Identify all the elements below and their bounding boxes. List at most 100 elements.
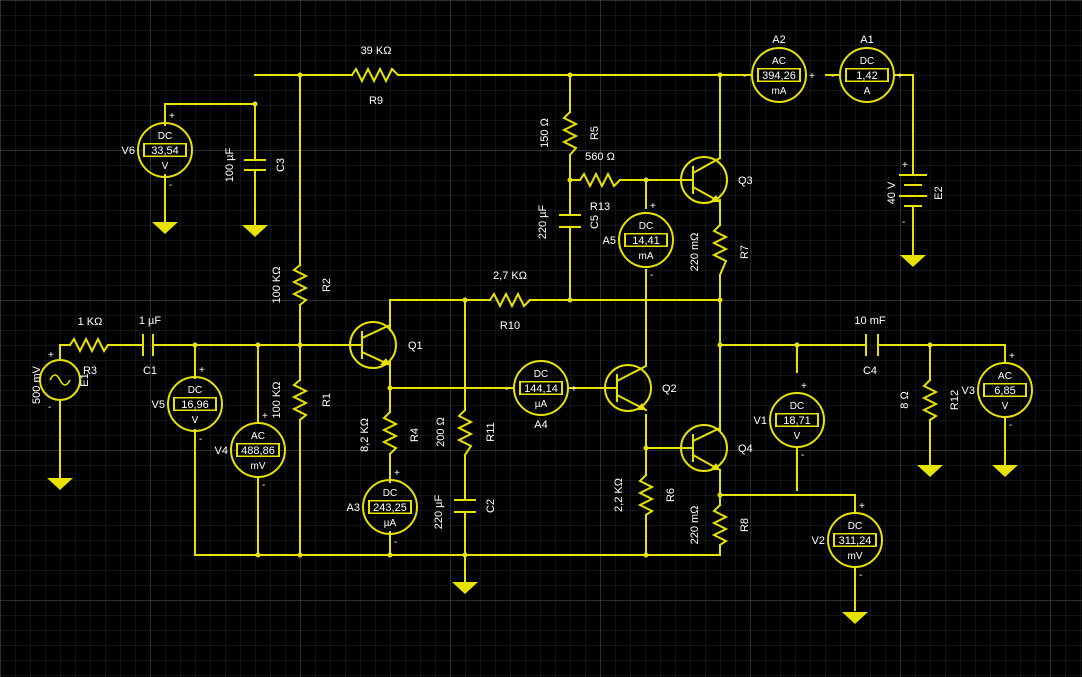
meter-body — [839, 47, 895, 103]
resistor-R10[interactable]: 2,7 KΩ R10 — [488, 270, 532, 332]
resistor-R8[interactable]: 220 mΩ R8 — [689, 503, 751, 547]
plus-sign: + — [571, 384, 577, 395]
capacitor-value: 1 µF — [139, 315, 162, 327]
ac-source-E1[interactable]: + - 500 mV E1 — [31, 350, 91, 413]
plus-sign: + — [169, 111, 175, 122]
resistor-R6[interactable]: 2,2 KΩ R6 — [613, 473, 677, 517]
meter-mode: DC — [188, 385, 202, 396]
meter-mode: AC — [251, 431, 265, 442]
capacitor-C3[interactable]: 100 µF C3 — [224, 147, 287, 182]
capacitor-ref: C1 — [143, 365, 157, 377]
meters: AC394,26mAA2-+DC1,42AA1-+DC33,54VV6+-DC1… — [122, 34, 1033, 581]
meter-unit: mA — [639, 251, 654, 262]
meter-body — [513, 360, 569, 416]
resistor-ref: R10 — [500, 320, 520, 332]
meter-unit: mA — [772, 86, 787, 97]
meter-display-inner — [777, 414, 817, 426]
meter-body — [977, 362, 1033, 418]
resistor-R11[interactable]: 200 Ω R11 — [435, 408, 497, 457]
transistor-Q3[interactable]: Q3 — [680, 156, 753, 204]
resistor-value: 2,2 KΩ — [613, 478, 625, 512]
meter-ref: V6 — [122, 145, 135, 157]
minus-sign: - — [394, 537, 397, 548]
meter-mode: DC — [790, 401, 804, 412]
meter-unit: V — [794, 431, 801, 442]
minus-sign: - — [505, 384, 508, 395]
capacitor-C5[interactable]: 220 µF C5 — [537, 204, 601, 239]
minus-sign: - — [859, 570, 862, 581]
resistor-value: 150 Ω — [539, 118, 551, 148]
meter-body — [618, 212, 674, 268]
capacitor-ref: C3 — [275, 158, 287, 172]
resistor-R12[interactable]: 8 Ω R12 — [899, 378, 961, 422]
meter-value: 18,71 — [783, 415, 811, 427]
source-ref: E1 — [79, 373, 91, 386]
source-value: 40 V — [886, 181, 898, 204]
transistor-ref: Q1 — [408, 340, 423, 352]
meter-value: 1,42 — [856, 70, 877, 82]
resistor-ref: R3 — [83, 365, 97, 377]
meter-ref: A1 — [860, 34, 873, 46]
capacitor-value: 220 µF — [433, 494, 445, 529]
plus-sign: + — [809, 71, 815, 82]
resistor-R4[interactable]: 8,2 KΩ R4 — [359, 410, 421, 456]
resistor-value: 200 Ω — [435, 417, 447, 447]
plus-sign: + — [1009, 351, 1015, 362]
resistor-R1[interactable]: 100 KΩ R1 — [271, 378, 333, 422]
resistor-ref: R6 — [665, 488, 677, 502]
plus-sign: + — [650, 201, 656, 212]
ground-icon — [917, 465, 943, 477]
capacitor-C1[interactable]: 1 µF C1 — [139, 315, 162, 377]
meter-value: 33,54 — [151, 145, 179, 157]
meter-body — [230, 422, 286, 478]
transistor-Q4[interactable]: Q4 — [680, 424, 753, 472]
resistor-R7[interactable]: 220 mΩ R7 — [689, 223, 751, 277]
resistor-ref: R8 — [739, 518, 751, 532]
resistor-R5[interactable]: 150 Ω R5 — [539, 110, 601, 157]
meter-mode: DC — [639, 221, 653, 232]
capacitor-C2[interactable]: 220 µF C2 — [433, 494, 497, 529]
meter-unit: V — [192, 415, 199, 426]
resistor-R3[interactable]: 1 KΩ R3 — [68, 316, 110, 377]
transistor-Q1[interactable]: Q1 — [349, 321, 423, 369]
resistor-ref: R7 — [739, 245, 751, 259]
meter-ref: V5 — [152, 399, 165, 411]
resistor-ref: R11 — [485, 422, 497, 441]
resistor-R2[interactable]: 100 KΩ R2 — [271, 263, 333, 307]
capacitor-C4[interactable]: 10 mF C4 — [854, 315, 885, 377]
source-ref: E2 — [933, 186, 945, 199]
minus-sign: - — [831, 71, 834, 82]
ground-icon — [900, 255, 926, 267]
plus-sign: + — [199, 365, 205, 376]
battery-E2[interactable]: + - 40 V E2 — [886, 160, 945, 228]
resistor-value: 100 KΩ — [271, 382, 283, 419]
meter-unit: V — [1002, 401, 1009, 412]
meter-body — [827, 512, 883, 568]
meter-body — [167, 376, 223, 432]
capacitor-ref: C2 — [485, 499, 497, 513]
resistor-R9[interactable]: 39 KΩ R9 — [350, 45, 400, 107]
meter-body — [751, 47, 807, 103]
transistor-Q2[interactable]: Q2 — [604, 364, 677, 412]
meter-value: 14,41 — [632, 235, 660, 247]
minus-sign: - — [743, 71, 746, 82]
meter-mode: DC — [158, 131, 172, 142]
ground-icon — [152, 222, 178, 234]
meter-ref: A3 — [347, 502, 360, 514]
minus-sign: - — [801, 450, 804, 461]
ground-icon — [47, 478, 73, 490]
resistor-R13[interactable]: 560 Ω R13 — [578, 151, 622, 213]
